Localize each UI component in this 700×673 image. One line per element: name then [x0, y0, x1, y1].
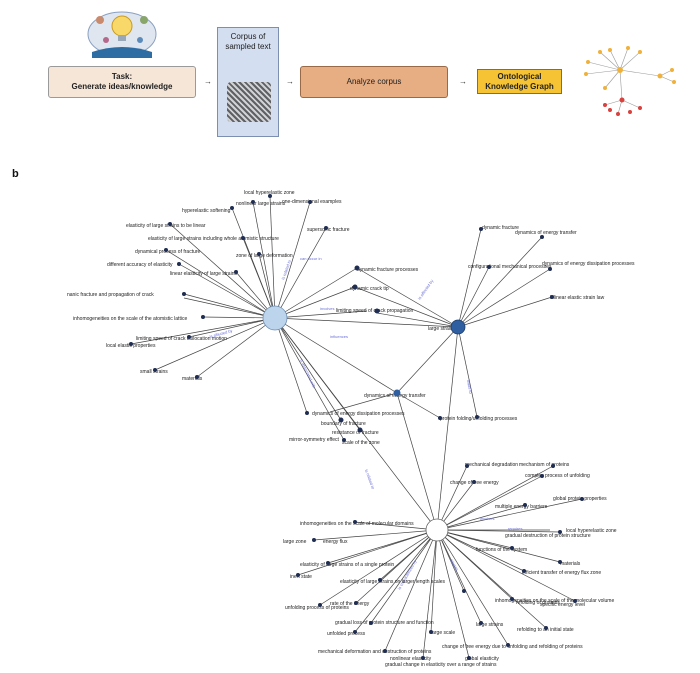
svg-text:involves: involves	[320, 306, 334, 311]
svg-text:elasticity of large strains to: elasticity of large strains to be linear	[126, 223, 206, 229]
svg-text:local hyperelastic zone: local hyperelastic zone	[566, 528, 617, 534]
svg-text:efficient transfer of energy f: efficient transfer of energy flux zone	[522, 570, 601, 576]
svg-text:materials: materials	[182, 376, 203, 382]
svg-text:linear elasticity of large str: linear elasticity of large strains	[170, 271, 237, 277]
graph-edges	[130, 195, 459, 531]
analyze-corpus-box: Analyze corpus	[300, 66, 448, 98]
svg-text:rate of the energy: rate of the energy	[330, 601, 370, 607]
svg-text:unfolding process of proteins: unfolding process of proteins	[285, 605, 349, 611]
svg-text:inert state: inert state	[290, 574, 312, 580]
svg-text:elasticity of large strains on: elasticity of large strains on larger le…	[340, 579, 446, 585]
svg-text:supersonic fracture: supersonic fracture	[307, 227, 350, 233]
svg-text:gradual destruction of protein: gradual destruction of protein structure	[505, 533, 591, 539]
svg-text:gradual change in elasticity o: gradual change in elasticity over a rang…	[385, 662, 497, 668]
svg-text:inhomogeneities on the scale o: inhomogeneities on the scale of the mole…	[495, 598, 614, 604]
svg-text:unfolded process: unfolded process	[327, 631, 366, 637]
svg-text:is related to: is related to	[364, 469, 376, 491]
svg-text:is affected by: is affected by	[209, 328, 233, 339]
hub-node-3	[425, 518, 449, 542]
svg-text:zone of large deformation: zone of large deformation	[236, 253, 293, 259]
svg-text:protein folding/unfolding proc: protein folding/unfolding processes	[440, 416, 518, 422]
svg-text:mechanical deformation and des: mechanical deformation and destruction o…	[318, 649, 432, 655]
svg-text:dynamic crack tip: dynamic crack tip	[350, 286, 389, 292]
svg-text:nonlinear large strains: nonlinear large strains	[236, 201, 286, 207]
svg-text:requires: requires	[508, 526, 522, 531]
svg-text:mechanical degradation: mechanical degradation	[465, 462, 518, 468]
svg-text:mirror-symmetry effect: mirror-symmetry effect	[289, 437, 340, 443]
svg-text:is associated with: is associated with	[299, 358, 317, 389]
okg-text: Ontological Knowledge Graph	[485, 71, 554, 91]
svg-text:influences: influences	[330, 334, 348, 339]
svg-text:mechanism of proteins: mechanism of proteins	[519, 462, 570, 468]
hub-node-4	[393, 389, 401, 397]
svg-text:different accuracy of elastici: different accuracy of elasticity	[107, 262, 173, 268]
hub-node-1	[262, 305, 288, 331]
svg-text:is related to: is related to	[280, 258, 292, 280]
svg-text:complex process of unfolding: complex process of unfolding	[525, 473, 590, 479]
svg-text:dynamics of energy dissipation: dynamics of energy dissipation processes	[312, 411, 405, 417]
panel-b-label: b	[12, 168, 19, 180]
arrow-icon: →	[204, 77, 212, 86]
task-title: Task:	[111, 72, 133, 81]
arrow-icon: →	[286, 77, 294, 86]
svg-text:dynamics of energy dissipation: dynamics of energy dissipation processes	[542, 261, 635, 267]
svg-text:can occur in: can occur in	[300, 256, 322, 261]
svg-text:involves: involves	[480, 516, 494, 521]
svg-text:limiting speed of crack disloc: limiting speed of crack dislocation moti…	[136, 336, 227, 342]
svg-text:large strains: large strains	[476, 622, 504, 628]
svg-text:elasticity of large strains of: elasticity of large strains of a single …	[300, 562, 394, 568]
svg-text:refolding of proteins: refolding of proteins	[516, 600, 560, 606]
svg-text:configurational mechanical pro: configurational mechanical processes	[468, 264, 552, 270]
svg-text:large strains: large strains	[428, 326, 456, 332]
svg-text:resistance of fracture: resistance of fracture	[332, 430, 379, 436]
svg-text:large scale: large scale	[431, 630, 455, 636]
svg-text:refolding to an initial state: refolding to an initial state	[517, 627, 574, 633]
svg-text:global elasticity: global elasticity	[465, 656, 499, 662]
svg-text:change of free energy due to u: change of free energy due to unfolding a…	[442, 644, 583, 650]
svg-text:functions of the system: functions of the system	[476, 547, 527, 553]
svg-text:local elastic properties: local elastic properties	[106, 343, 156, 349]
arrow-icon: →	[459, 77, 467, 86]
corpus-text: Corpus of sampled text	[225, 32, 271, 51]
illustration-brain-icon	[82, 2, 162, 60]
svg-text:nonlinear elasticity: nonlinear elasticity	[390, 656, 432, 662]
ontological-graph-box: Ontological Knowledge Graph	[477, 69, 562, 94]
svg-text:materials: materials	[560, 561, 581, 567]
task-box: Task: Generate ideas/knowledge	[48, 66, 196, 98]
svg-text:boundary of fracture: boundary of fracture	[321, 421, 366, 427]
svg-text:multiple energy barriers: multiple energy barriers	[495, 504, 548, 510]
svg-text:hyperelastic softening: hyperelastic softening	[182, 208, 231, 214]
svg-text:inhomogeneities on the scale o: inhomogeneities on the scale of the atom…	[73, 316, 187, 322]
svg-text:gradual loss of protein struct: gradual loss of protein structure and fu…	[335, 620, 434, 626]
svg-text:scale of the zone: scale of the zone	[342, 440, 380, 446]
svg-text:nanic fracture and propagation: nanic fracture and propagation of crack	[67, 292, 154, 298]
hub-node-2	[450, 319, 466, 335]
svg-text:elasticity of large strains in: elasticity of large strains including wh…	[148, 236, 279, 242]
svg-text:dynamical process of fracture: dynamical process of fracture	[135, 249, 201, 255]
svg-text:dynamics of energy transfer: dynamics of energy transfer	[515, 230, 577, 236]
svg-text:energy flux: energy flux	[323, 539, 348, 545]
svg-text:inhomogeneities on the scale o: inhomogeneities on the scale of molecula…	[300, 521, 414, 527]
text-texture-image-icon	[227, 82, 271, 122]
svg-text:leads to: leads to	[466, 379, 473, 394]
svg-text:small strains: small strains	[140, 369, 168, 375]
svg-text:bilinear elastic strain law: bilinear elastic strain law	[550, 295, 605, 301]
svg-text:dynamic fracture: dynamic fracture	[482, 225, 519, 231]
analyze-text: Analyze corpus	[346, 77, 402, 86]
svg-text:large zone: large zone	[283, 539, 307, 545]
task-text: Generate ideas/knowledge	[71, 82, 173, 91]
svg-text:local hyperelastic zone: local hyperelastic zone	[244, 190, 295, 196]
svg-text:dynamics of energy transfer: dynamics of energy transfer	[364, 393, 426, 399]
svg-text:dynamic fracture processes: dynamic fracture processes	[357, 267, 419, 273]
svg-text:is affected by: is affected by	[417, 278, 435, 300]
svg-text:causes: causes	[449, 558, 460, 571]
svg-text:specific energy level: specific energy level	[540, 602, 585, 608]
